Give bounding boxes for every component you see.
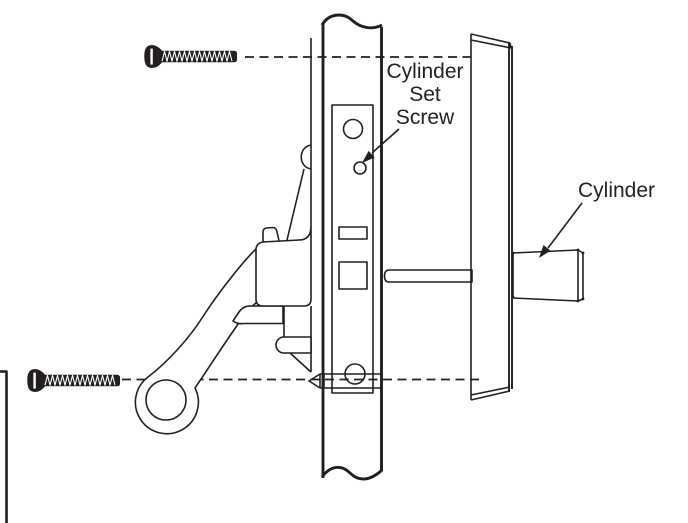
pivot-bump [300, 144, 312, 170]
bolt-opening [338, 261, 368, 290]
label-line: Screw [395, 106, 455, 129]
callout-arrows [362, 128, 583, 258]
door-edge [320, 13, 383, 481]
label-line: Cylinder [386, 60, 464, 83]
break-line-bottom [320, 465, 383, 481]
hub-tab [262, 226, 281, 244]
set-screw-arrow-line [371, 128, 400, 154]
label-cylinder-set-screw: Cylinder Set Screw [364, 60, 486, 129]
spindle-bar [383, 269, 473, 283]
lever-chassis [275, 38, 381, 389]
label-cylinder: Cylinder [578, 179, 655, 202]
latch-hole [342, 118, 364, 140]
pivot-link [286, 168, 305, 241]
cylinder-arrow-line [547, 202, 583, 249]
lever-collar [232, 305, 284, 325]
cylinder-arrowhead-icon [539, 245, 551, 258]
escutcheon-plate [470, 33, 513, 401]
cylinder-body [511, 248, 585, 303]
label-text: Cylinder [578, 179, 656, 202]
top-mounting-screw [143, 43, 239, 70]
lower-boss [275, 336, 312, 354]
latch-slot [338, 226, 368, 240]
lock-faceplate [331, 104, 374, 394]
page-corner-border [0, 370, 8, 523]
bottom-mounting-screw [26, 367, 122, 394]
label-line: Set [409, 83, 441, 106]
screw-post [308, 373, 381, 389]
set-screw-arrowhead-icon [362, 150, 375, 163]
lever-hub [255, 225, 312, 307]
lever-ring-hole [145, 379, 187, 421]
cylinder-set-screw-hole [353, 161, 367, 175]
break-line-top [320, 13, 383, 30]
lever-handle [134, 225, 312, 435]
